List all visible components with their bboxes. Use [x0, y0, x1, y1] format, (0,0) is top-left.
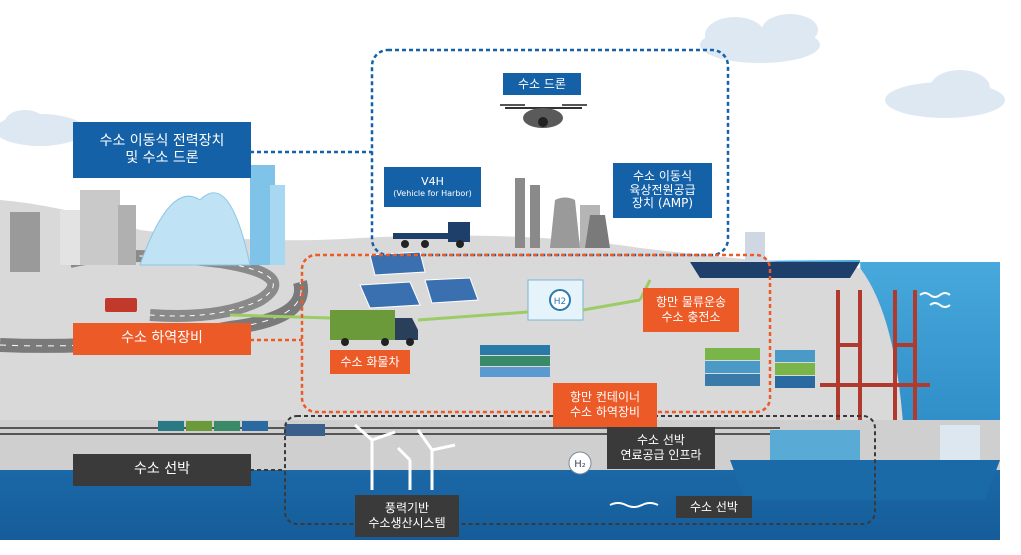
city-buildings: [10, 165, 285, 272]
label-port-charging: 항만 물류운송 수소 충전소: [643, 288, 739, 332]
label-wind-power-line1: 풍력기반: [384, 501, 430, 515]
label-mobile-power-line2: 및 수소 드론: [125, 150, 199, 166]
label-ship-fuel-infra-line2: 연료공급 인프라: [620, 448, 702, 462]
label-container-handling-line2: 수소 하역장비: [569, 405, 641, 419]
label-v4h-line2: (Vehicle for Harbor): [393, 188, 472, 198]
label-port-charging-line1: 항만 물류운송: [655, 295, 727, 309]
label-container-handling: 항만 컨테이너 수소 하역장비: [553, 383, 657, 427]
label-amp-line1: 수소 이동식: [632, 168, 692, 183]
label-mobile-power-line1: 수소 이동식 전력장치: [99, 132, 225, 149]
label-drone-top: 수소 드론: [503, 73, 581, 95]
label-amp-line2: 육상전원공급: [629, 182, 696, 197]
label-wind-power: 풍력기반 수소생산시스템: [355, 495, 459, 537]
label-hydrogen-truck: 수소 화물차: [330, 350, 410, 374]
label-amp: 수소 이동식 육상전원공급 장치 (AMP): [613, 163, 712, 218]
label-amp-line3: 장치 (AMP): [631, 196, 694, 211]
h2-tank-text: H2: [554, 297, 567, 307]
label-ship-fuel-infra-line1: 수소 선박: [637, 433, 685, 447]
label-hydrogen-ship-left: 수소 선박: [73, 454, 251, 486]
label-v4h: V4H (Vehicle for Harbor): [384, 167, 481, 207]
factory: [515, 178, 610, 248]
label-container-handling-line1: 항만 컨테이너: [569, 390, 641, 404]
label-ship-fuel-infra: 수소 선박 연료공급 인프라: [607, 427, 715, 469]
label-wind-power-line2: 수소생산시스템: [368, 516, 446, 530]
flatbed-truck: [393, 222, 470, 248]
container-stacks: [480, 345, 815, 388]
label-hydrogen-ship-bottom: 수소 선박: [676, 496, 752, 518]
label-port-charging-line2: 수소 충전소: [661, 310, 721, 324]
container-ship: [730, 425, 1000, 500]
h2-icon: H₂: [568, 451, 592, 475]
waves: [609, 292, 951, 508]
clouds: [0, 14, 1005, 146]
label-v4h-line1: V4H: [421, 175, 444, 189]
h2-symbol-text: H₂: [574, 459, 586, 470]
label-mobile-power: 수소 이동식 전력장치 및 수소 드론: [73, 122, 251, 178]
label-cargo-handling-left: 수소 하역장비: [73, 323, 251, 355]
cargo-truck: [330, 310, 418, 346]
h2-production-unit: H2: [527, 279, 584, 321]
supply-line: [229, 279, 652, 322]
drone-icon: [500, 104, 587, 128]
handling-zone-boundary: [300, 253, 772, 414]
gantry-cranes: [820, 290, 930, 420]
solar-panels: [359, 251, 479, 309]
wind-turbines: [354, 423, 456, 490]
